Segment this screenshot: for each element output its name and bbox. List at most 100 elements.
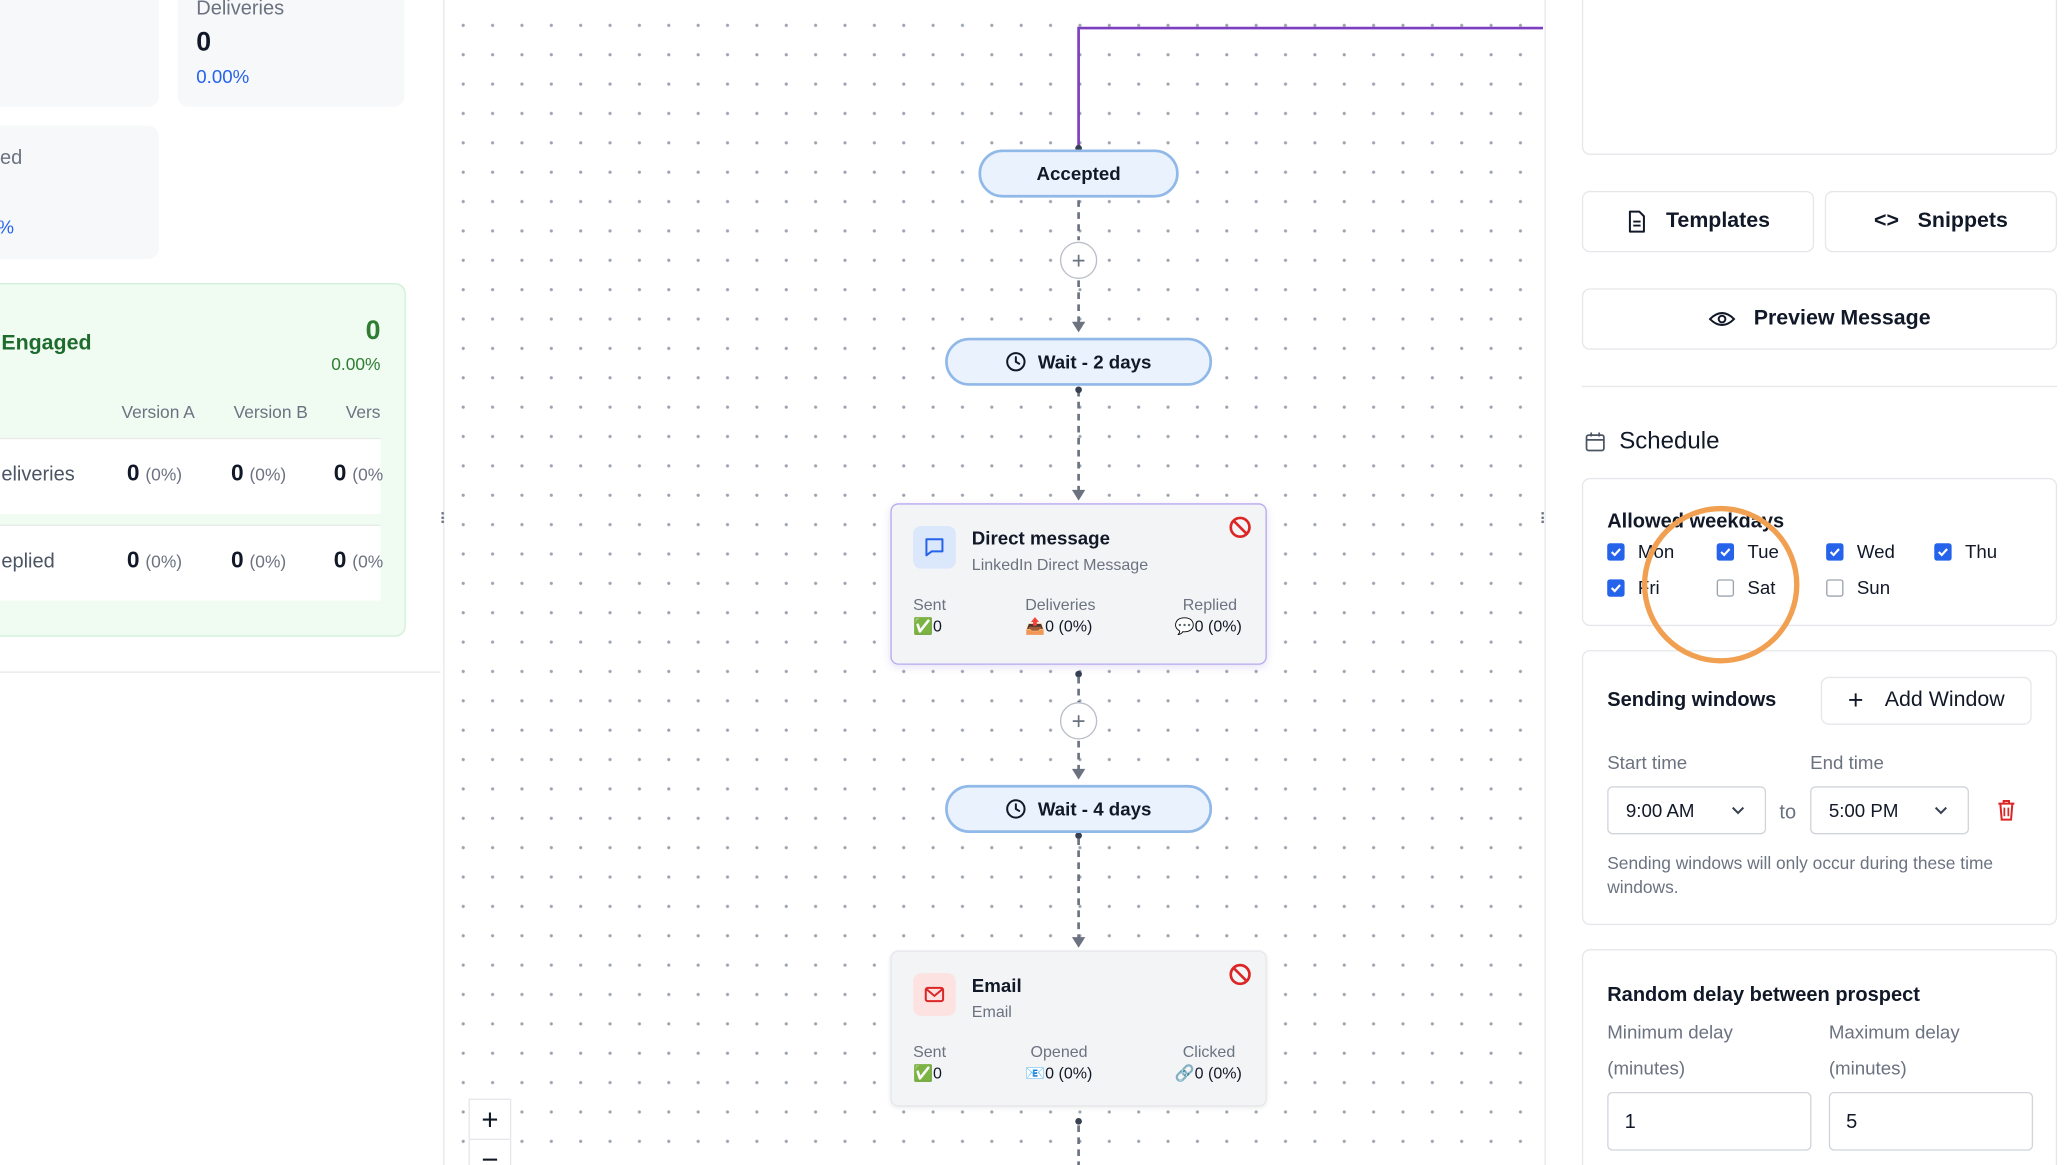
engaged-card: Engaged 0 0.00% Version A Version B Vers… xyxy=(0,282,406,637)
clock-icon xyxy=(1006,799,1027,819)
analytics-panel: Deliveries 0 0.00% ed % Engaged 0 0.00% … xyxy=(0,0,445,1165)
stat-value: 📧0 (0%) xyxy=(1025,1063,1093,1083)
stat-label: Deliveries xyxy=(1025,595,1096,615)
min-delay-unit: (minutes) xyxy=(1607,1057,1686,1079)
zoom-in-button[interactable]: + xyxy=(468,1098,512,1142)
accepted-label: Accepted xyxy=(1036,162,1121,185)
wait-label: Wait - 4 days xyxy=(1037,798,1152,820)
templates-label: Templates xyxy=(1665,209,1771,233)
accepted-node[interactable]: Accepted xyxy=(978,149,1179,198)
add-step-button[interactable]: + xyxy=(1059,702,1098,740)
partial-stat-pct: % xyxy=(0,216,14,237)
table-row: eplied 0 (0%) 0 (0%) 0 (0% xyxy=(0,524,384,601)
stat-value: ✅0 xyxy=(913,616,942,636)
cell: 0 (0% xyxy=(333,547,384,573)
end-time-select[interactable]: 5:00 PM xyxy=(1810,786,1969,835)
settings-panel: Templates <> Snippets Preview Message Sc… xyxy=(1544,0,2065,1165)
partial-stat-card xyxy=(0,0,159,107)
table-row: eliveries 0 (0%) 0 (0%) 0 (0% xyxy=(0,437,384,514)
message-icon xyxy=(913,525,956,569)
add-window-button[interactable]: + Add Window xyxy=(1820,676,2032,725)
to-label: to xyxy=(1779,800,1797,824)
node-title: Direct message xyxy=(971,527,1110,549)
start-time-select[interactable]: 9:00 AM xyxy=(1607,786,1767,835)
preview-label: Preview Message xyxy=(1753,307,1931,330)
min-delay-label: Minimum delay xyxy=(1607,1021,1733,1043)
cell: 0 (0%) xyxy=(126,547,183,573)
add-step-button[interactable]: + xyxy=(1059,241,1098,279)
row-label: eplied xyxy=(1,549,55,573)
clock-icon xyxy=(1006,352,1027,372)
divider xyxy=(0,671,441,673)
day-checkbox-thu[interactable]: Thu xyxy=(1934,541,1997,562)
stat-label: Replied xyxy=(1182,595,1238,615)
preview-message-button[interactable]: Preview Message xyxy=(1581,288,2058,350)
stat-value: 🔗0 (0%) xyxy=(1174,1063,1242,1083)
partial-stat-label: ed xyxy=(0,146,23,170)
day-checkbox-sun[interactable]: Sun xyxy=(1826,577,1890,598)
snippets-label: Snippets xyxy=(1917,209,2008,233)
click-highlight-ring xyxy=(1641,505,1800,664)
chevron-down-icon xyxy=(1731,806,1745,815)
sending-windows-box: Sending windows + Add Window Start time … xyxy=(1581,650,2058,926)
deliveries-card: Deliveries 0 0.00% xyxy=(177,0,405,107)
stat-value: ✅0 xyxy=(913,1063,942,1083)
stat-value: 📤0 (0%) xyxy=(1025,616,1093,636)
wait-node-1[interactable]: Wait - 2 days xyxy=(945,337,1213,386)
node-subtitle: Email xyxy=(971,1002,1012,1022)
snippets-button[interactable]: <> Snippets xyxy=(1824,190,2058,253)
wait-node-2[interactable]: Wait - 4 days xyxy=(945,784,1213,833)
max-delay-input[interactable]: 5 xyxy=(1828,1091,2034,1151)
workflow-canvas[interactable]: Accepted + Wait - 2 days Direct message … xyxy=(444,0,1544,1165)
node-subtitle: LinkedIn Direct Message xyxy=(971,555,1149,575)
connector-lines xyxy=(1071,26,1544,1165)
version-a-header: Version A xyxy=(121,401,195,422)
stat-label: Clicked xyxy=(1182,1042,1236,1062)
trash-icon[interactable] xyxy=(1996,798,2017,822)
deliveries-pct: 0.00% xyxy=(196,65,250,87)
row-label: eliveries xyxy=(1,463,75,486)
end-time-label: End time xyxy=(1810,751,1884,773)
start-time-label: Start time xyxy=(1607,751,1688,773)
engaged-title: Engaged xyxy=(1,332,92,356)
stat-label: Opened xyxy=(1030,1042,1088,1062)
eye-icon xyxy=(1708,312,1736,327)
code-icon: <> xyxy=(1874,209,1899,233)
deliveries-value: 0 xyxy=(196,28,212,58)
random-delay-box: Random delay between prospect Minimum de… xyxy=(1581,949,2058,1165)
sending-windows-title: Sending windows xyxy=(1607,688,1777,712)
day-checkbox-wed[interactable]: Wed xyxy=(1826,541,1895,562)
deliveries-label: Deliveries xyxy=(196,0,285,21)
plus-icon: + xyxy=(1847,685,1864,715)
chevron-down-icon xyxy=(1934,806,1947,815)
schedule-title: Schedule xyxy=(1619,427,1720,454)
document-icon xyxy=(1628,210,1645,233)
version-c-header: Vers xyxy=(345,401,381,422)
windows-note: Sending windows will only occur during t… xyxy=(1607,853,1994,898)
stat-value: 💬0 (0%) xyxy=(1174,616,1242,636)
calendar-icon xyxy=(1585,432,1605,452)
direct-message-node[interactable]: Direct message LinkedIn Direct Message S… xyxy=(890,503,1267,665)
node-title: Email xyxy=(971,974,1022,996)
message-editor[interactable] xyxy=(1581,0,2058,155)
templates-button[interactable]: Templates xyxy=(1581,190,1815,253)
disable-icon[interactable] xyxy=(1228,515,1252,539)
stat-label: Sent xyxy=(913,595,947,615)
cell: 0 (0% xyxy=(333,460,384,486)
add-window-label: Add Window xyxy=(1884,688,2005,712)
stat-label: Sent xyxy=(913,1042,947,1062)
version-b-header: Version B xyxy=(233,401,308,422)
partial-stat-card-2: ed % xyxy=(0,125,159,259)
zoom-out-button[interactable]: − xyxy=(468,1138,512,1165)
cell: 0 (0%) xyxy=(230,547,287,573)
max-delay-label: Maximum delay xyxy=(1828,1021,1960,1043)
engaged-count: 0 xyxy=(365,316,381,346)
cell: 0 (0%) xyxy=(126,460,183,486)
cell: 0 (0%) xyxy=(230,460,287,486)
divider xyxy=(1581,385,2058,388)
min-delay-input[interactable]: 1 xyxy=(1607,1091,1812,1151)
mail-icon xyxy=(913,973,956,1016)
disable-icon[interactable] xyxy=(1228,962,1252,986)
email-node[interactable]: Email Email Sent ✅0 Opened 📧0 (0%) Click… xyxy=(890,950,1267,1107)
random-delay-title: Random delay between prospect xyxy=(1607,983,1920,1007)
